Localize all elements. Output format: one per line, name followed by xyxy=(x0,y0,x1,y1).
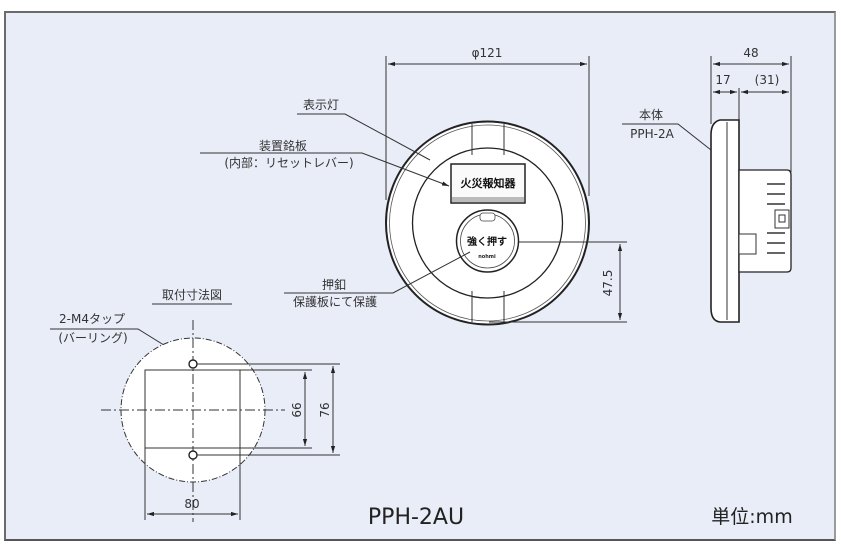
rear-depth-label: (31) xyxy=(755,73,780,87)
button-text: 強く押す xyxy=(467,235,507,248)
side-view: 48 17 (31) 本体 PPH-2A xyxy=(622,46,792,323)
push-button-note: 保護板にて保護 xyxy=(293,294,377,309)
body-leader xyxy=(622,123,712,151)
nameplate-note: (内部：リセットレバー) xyxy=(224,155,353,170)
nameplate-leader xyxy=(200,152,450,187)
tap-note: (バーリング) xyxy=(58,331,127,345)
model-title: PPH-2AU xyxy=(368,505,464,530)
body-label: 本体 xyxy=(639,108,663,122)
push-button xyxy=(455,209,520,273)
push-button-label: 押釦 xyxy=(322,277,346,292)
height-label: 47.5 xyxy=(601,270,615,297)
width-label: 80 xyxy=(184,497,199,511)
mounting-diagram: 取付寸法図 2-M4タップ (バーリング) 66 76 80 xyxy=(50,288,340,522)
total-depth-label: 48 xyxy=(743,46,758,60)
mounting-title: 取付寸法図 xyxy=(162,288,222,302)
indicator-lamp-leader xyxy=(297,113,431,161)
button-logo: nohmi xyxy=(478,254,496,260)
tap-label: 2-M4タップ xyxy=(59,312,125,326)
unit-label: 単位:mm xyxy=(711,506,792,528)
push-button-leader xyxy=(284,251,471,294)
tap-hole-bottom xyxy=(188,450,198,460)
body-front-plate xyxy=(710,119,740,323)
tap-hole-top xyxy=(188,359,198,369)
inner-height-label: 66 xyxy=(290,402,304,417)
nameplate-text: 火災報知器 xyxy=(461,176,517,190)
diameter-label: φ121 xyxy=(472,46,503,60)
front-view: φ121 火災報知器 強く押す nohmi 47.5 表示灯 装置銘板 (内部：… xyxy=(200,46,627,326)
body-model-label: PPH-2A xyxy=(630,127,674,141)
nameplate xyxy=(450,163,526,204)
indicator-lamp-label: 表示灯 xyxy=(303,98,339,112)
nameplate-label: 装置銘板 xyxy=(259,138,307,153)
pitch-label: 76 xyxy=(318,402,332,417)
front-depth-label: 17 xyxy=(715,73,730,87)
inner-ring xyxy=(411,147,564,299)
